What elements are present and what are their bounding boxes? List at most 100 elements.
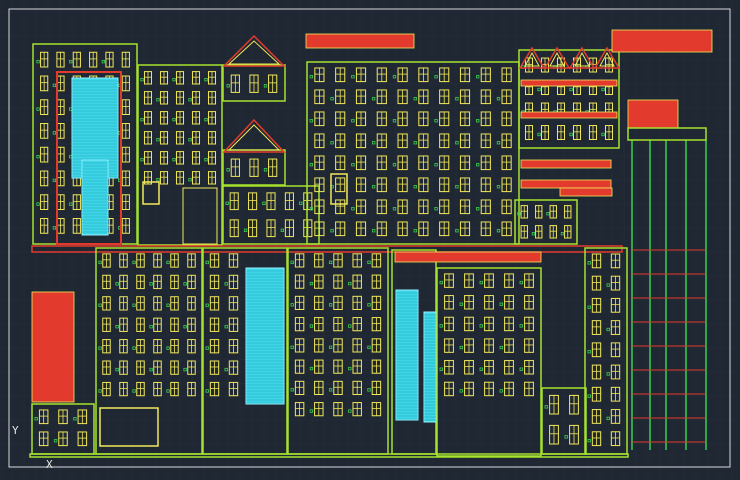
left-atrium-glass-bottom	[81, 159, 109, 236]
mid-cornice	[31, 245, 623, 253]
central-block-outline	[306, 61, 520, 245]
wall-ornament	[309, 163, 313, 167]
pediment-inner	[549, 51, 565, 67]
wall-ornament	[262, 201, 266, 205]
wall-ornament	[434, 207, 438, 211]
right-tower-top	[627, 99, 679, 129]
wall-ornament	[479, 367, 483, 371]
lower-block-7-windows	[587, 253, 621, 447]
wall-ornament	[132, 303, 136, 307]
wall-ornament	[606, 283, 610, 287]
balcony-1	[520, 159, 612, 169]
wall-ornament	[309, 207, 313, 211]
wall-ornament	[69, 202, 73, 206]
column-cap	[627, 127, 707, 141]
wall-ornament	[204, 118, 208, 122]
ucs-y-label: Y	[12, 424, 19, 437]
wall-ornament	[499, 389, 503, 393]
wall-ornament	[204, 158, 208, 162]
lower-block-2-windows	[205, 253, 239, 397]
wall-ornament	[434, 75, 438, 79]
wall-ornament	[367, 345, 371, 349]
wall-ornament	[115, 282, 119, 286]
wall-ornament	[98, 346, 102, 350]
right-mid-windows	[517, 205, 572, 239]
pediment-inner	[599, 51, 615, 67]
wall-ornament	[172, 78, 176, 82]
balcony-3	[559, 187, 613, 197]
wall-ornament	[172, 158, 176, 162]
wall-ornament	[351, 207, 355, 211]
right-column-tower	[631, 140, 707, 450]
lower-red-balustrade	[394, 251, 542, 263]
wall-ornament	[348, 366, 352, 371]
right-gable-windows	[521, 57, 614, 141]
wall-ornament	[299, 201, 303, 205]
wall-ornament	[367, 303, 371, 307]
wall-ornament	[606, 416, 610, 421]
wall-ornament	[132, 260, 136, 265]
wall-ornament	[351, 119, 355, 123]
wall-ornament	[434, 163, 438, 167]
lower-block-1-door	[99, 407, 159, 447]
chapel-upper-pediment	[222, 34, 286, 67]
wall-ornament	[413, 141, 417, 145]
wall-ornament	[496, 141, 501, 145]
lower-block-5	[436, 267, 542, 457]
wall-ornament	[205, 303, 209, 307]
wall-ornament	[367, 260, 371, 264]
pediment-outline	[568, 46, 596, 69]
wall-ornament	[156, 138, 160, 142]
wall-ornament	[101, 59, 106, 64]
rooftop-red-structure	[611, 29, 713, 53]
wall-ornament	[166, 346, 170, 350]
pediment-outline	[222, 118, 286, 153]
central-block-windows	[309, 67, 512, 237]
pediment-inner	[574, 51, 590, 67]
gable-0	[518, 46, 546, 69]
chapel-upper	[222, 64, 286, 102]
wall-ornament	[69, 59, 73, 64]
wall-ornament	[330, 97, 334, 101]
pediment-inner	[524, 51, 540, 67]
wall-ornament	[156, 178, 160, 182]
chapel-lower-windows	[226, 158, 278, 177]
glass-panel	[81, 159, 109, 236]
wall-ornament	[560, 232, 565, 236]
wall-ornament	[459, 302, 463, 306]
chapel-base-windows	[225, 192, 313, 238]
ground-line	[29, 453, 629, 458]
pediment-inner	[227, 124, 281, 151]
block-two-windows	[140, 71, 217, 185]
lower-block-1-windows	[98, 253, 196, 397]
wall-ornament	[351, 75, 355, 79]
lower-glass-tower	[395, 289, 419, 421]
wall-ornament	[290, 260, 294, 264]
pediment-inner	[227, 40, 281, 65]
wall-ornament	[569, 87, 573, 92]
wall-ornament	[36, 202, 40, 206]
left-red-stair	[31, 291, 75, 403]
lower-glass-tower-2	[423, 311, 437, 423]
wall-ornament	[149, 325, 153, 329]
wall-ornament	[309, 281, 314, 286]
sheet-frame	[8, 8, 731, 468]
wall-ornament	[367, 388, 371, 392]
left-low-windows	[34, 409, 88, 447]
central-roof-balustrade	[305, 33, 415, 49]
gable-3	[593, 46, 621, 69]
wall-ornament	[564, 435, 568, 439]
wall-ornament	[372, 229, 376, 233]
wall-ornament	[479, 280, 483, 285]
wall-ornament	[166, 303, 170, 307]
wall-ornament	[188, 138, 192, 142]
wall-ornament	[569, 132, 573, 137]
wall-ornament	[226, 168, 230, 172]
wall-ornament	[172, 118, 176, 122]
wall-ornament	[348, 409, 352, 413]
wall-ornament	[372, 141, 376, 145]
wall-ornament	[183, 367, 187, 372]
wall-ornament	[309, 366, 314, 371]
